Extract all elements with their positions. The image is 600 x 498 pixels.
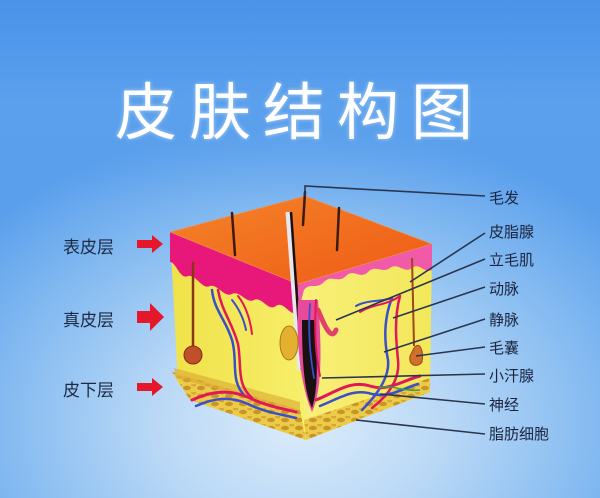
diagram-title: 皮肤结构图: [114, 76, 485, 149]
skin-surface: [170, 196, 432, 284]
layer-arrows: [137, 235, 164, 396]
layer-label-dermis: 真皮层: [63, 311, 114, 331]
leader-lines: [304, 185, 486, 435]
sebaceous-gland: [279, 325, 299, 361]
nerve: [377, 386, 421, 392]
arrow-epidermis: [137, 235, 163, 253]
part-label-hair-follicle: 毛囊: [489, 339, 520, 357]
arrow-dermis: [137, 303, 164, 331]
sweat-gland-left: [183, 345, 203, 365]
background-gradient: [0, 0, 600, 200]
part-label-fat-cells: 脂肪细胞: [489, 425, 550, 443]
sweat-duct-right: [411, 257, 415, 347]
layer-label-subcutaneous: 皮下层: [63, 381, 114, 401]
part-label-artery: 动脉: [489, 280, 520, 298]
part-label-hair: 毛发: [489, 189, 520, 207]
arrector-pili-muscle: [315, 307, 339, 337]
part-label-vein: 静脉: [489, 311, 520, 329]
left-face: [170, 232, 306, 440]
part-label-arrector-pili: 立毛肌: [489, 251, 535, 269]
part-label-sweat-gland: 小汗腺: [489, 367, 535, 385]
arrow-subcutaneous: [137, 378, 163, 396]
layer-label-epidermis: 表皮层: [63, 238, 114, 258]
part-label-sebaceous-gland: 皮脂腺: [489, 223, 535, 241]
blood-vessels-left: [190, 288, 298, 420]
part-label-nerve: 神经: [489, 396, 520, 414]
hair: [230, 190, 341, 257]
